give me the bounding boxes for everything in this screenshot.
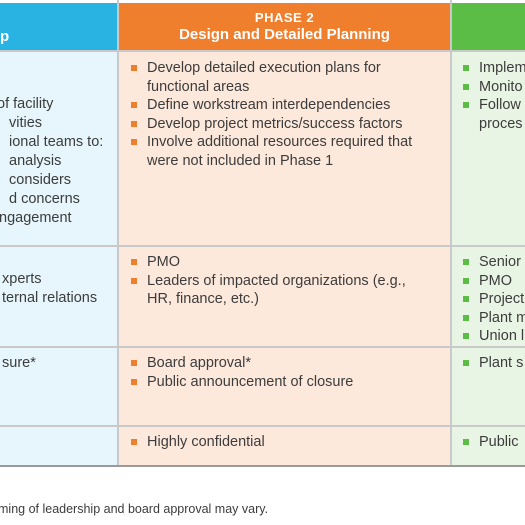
phase-1-header-title: p	[0, 28, 10, 45]
list-item: Highly confidential	[129, 433, 265, 452]
col1-row3-text: sure*	[2, 354, 36, 373]
list-item: Implem	[461, 59, 525, 78]
phase-2-header: PHASE 2 Design and Detailed Planning	[119, 3, 450, 50]
phase-2-title: Design and Detailed Planning	[179, 26, 390, 43]
list-item: Board approval*	[129, 354, 353, 373]
col2-row2-list: PMO Leaders of impacted organizations (e…	[129, 253, 406, 309]
text-line: sure*	[2, 355, 36, 371]
list-item: Monito	[461, 78, 525, 97]
col1-row2-text: xperts ternal relations	[2, 270, 97, 308]
list-item: Plant m	[461, 309, 525, 328]
row-activities-col1	[0, 52, 117, 245]
list-item: Union l	[461, 327, 525, 346]
list-item: Define workstream interdependencies	[129, 96, 412, 115]
list-item: Senior	[461, 253, 525, 272]
row-people-col1	[0, 247, 117, 346]
list-item: Develop project metrics/success factors	[129, 115, 412, 134]
divider	[0, 346, 525, 348]
row-activities-col2	[119, 52, 450, 245]
list-item: Project	[461, 290, 525, 309]
list-item: Public	[461, 433, 519, 452]
phase-3-header	[452, 3, 525, 50]
text-line: ngagement	[0, 210, 72, 226]
divider	[0, 425, 525, 427]
list-item: PMO	[129, 253, 406, 272]
text-line: ional teams to:	[9, 134, 104, 150]
text-line: of facility	[0, 96, 54, 112]
text-line: considers	[9, 172, 72, 188]
list-item: Public announcement of closure	[129, 373, 353, 392]
phase-2-label: PHASE 2	[254, 10, 315, 25]
row-people-col2	[119, 247, 450, 346]
row-approval-col1	[0, 348, 117, 425]
divider	[0, 465, 525, 467]
col1-row1-text: of facility vities ional teams to: analy…	[0, 95, 103, 228]
col2-row4-list: Highly confidential	[129, 433, 265, 452]
col3-row4-list: Public	[461, 433, 519, 452]
divider	[0, 50, 525, 52]
text-line: analysis	[9, 153, 62, 169]
col2-row3-list: Board approval* Public announcement of c…	[129, 354, 353, 391]
phase-1-header: p	[0, 3, 117, 50]
list-item: Involve additional resources required th…	[129, 133, 412, 170]
list-item: PMO	[461, 272, 525, 291]
col3-row2-list: Senior PMO Project Plant m Union l	[461, 253, 525, 346]
text-line: ternal relations	[2, 290, 98, 306]
row-approval-col2	[119, 348, 450, 425]
text-line: xperts	[2, 271, 42, 287]
row-confidentiality-col3	[452, 427, 525, 465]
divider	[117, 0, 119, 465]
row-confidentiality-col1	[0, 427, 117, 465]
text-line: d concerns	[9, 191, 80, 207]
list-item: Leaders of impacted organizations (e.g.,…	[129, 272, 406, 309]
text-line: vities	[9, 115, 43, 131]
col3-row3-list: Plant s	[461, 354, 523, 373]
list-item: Plant s	[461, 354, 523, 373]
divider	[450, 0, 452, 465]
divider	[0, 245, 525, 247]
row-confidentiality-col2	[119, 427, 450, 465]
footnote: ming of leadership and board approval ma…	[0, 502, 269, 516]
